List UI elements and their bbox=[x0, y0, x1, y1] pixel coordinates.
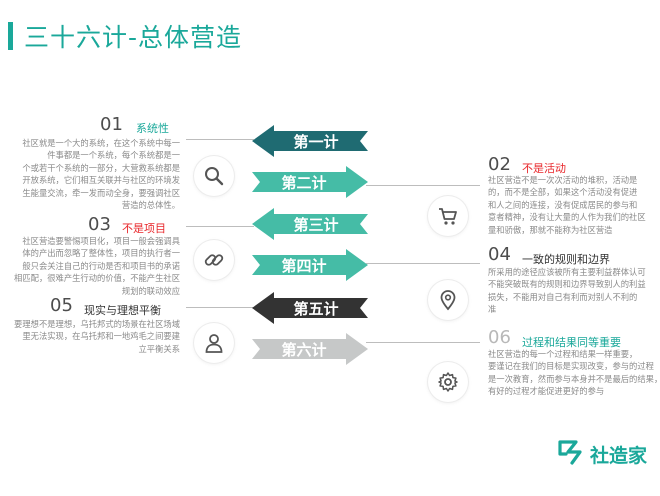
section-04-number: 04 bbox=[488, 244, 511, 265]
section-05-number: 05 bbox=[50, 295, 73, 316]
strategy-label-3: 第三计 bbox=[252, 208, 368, 240]
user-icon bbox=[205, 334, 223, 353]
brand-logo-icon bbox=[558, 440, 582, 465]
search-icon-circle bbox=[194, 156, 234, 196]
strategy-label-6: 第六计 bbox=[252, 333, 368, 365]
title-accent-bar bbox=[8, 22, 13, 50]
arrow-shape bbox=[252, 125, 368, 157]
section-04-title: 一致的规则和边界 bbox=[522, 253, 610, 266]
section-01-body: 社区就是一个大的系统，在这个系统中每一件事都是一个系统，每个系统都是一个或若干个… bbox=[0, 137, 180, 211]
section-body-line: 社区营造要警惕项目化，项目一般会强调具 bbox=[22, 236, 180, 246]
strategy-label-2: 第二计 bbox=[252, 166, 368, 198]
arrow-shape bbox=[252, 333, 368, 365]
section-body-line: 意者精神，没有让大量的人作为我们的社区 bbox=[488, 212, 646, 223]
link-icon bbox=[204, 254, 224, 266]
section-03-number: 03 bbox=[88, 214, 111, 235]
strategy-label-1-text: 第一计 bbox=[293, 133, 339, 151]
arrow-shape bbox=[252, 166, 368, 198]
section-body-line: 准 bbox=[488, 304, 497, 315]
section-06-title: 过程和结果同等重要 bbox=[522, 336, 621, 349]
section-body-line: 里无法实现，在乌托邦和一地鸡毛之间要建 bbox=[22, 331, 180, 342]
section-06-number: 06 bbox=[488, 327, 511, 348]
section-body-line: 般只会关注自己的行动是否和项目书的承诺 bbox=[22, 260, 180, 271]
section-body-line: 要谨记在我们的目标是实现改变，参与的过程 bbox=[488, 361, 654, 372]
strategy-label-1: 第一计 bbox=[252, 125, 368, 157]
arrow-shape bbox=[252, 208, 368, 240]
section-05-body: 要理想不是理想，乌托邦式的场景在社区场域里无法实现，在乌托邦和一地鸡毛之间要建立… bbox=[0, 318, 180, 355]
section-03-title: 不是项目 bbox=[122, 222, 166, 235]
link-icon-circle bbox=[194, 240, 234, 280]
divider-02 bbox=[366, 185, 480, 186]
section-body-line: 不能突破既有的规则和边界导致别人的利益 bbox=[488, 279, 646, 290]
arrow-shape bbox=[252, 249, 368, 281]
section-body-line: 要理想不是理想，乌托邦式的场景在社区场域 bbox=[14, 319, 180, 329]
section-02-title: 不是活动 bbox=[522, 162, 566, 175]
section-body-line: 社区营造的每一个过程和结果一样重要， bbox=[488, 349, 638, 359]
section-body-line: 损失，不能用对自己有利而对别人不利的 bbox=[488, 291, 638, 302]
search-icon bbox=[205, 167, 224, 186]
section-05-title: 现实与理想平衡 bbox=[84, 304, 161, 317]
strategy-label-3-text: 第三计 bbox=[293, 216, 339, 234]
arrow-shape bbox=[252, 292, 368, 324]
section-body-line: 件事都是一个系统，每个系统都是一 bbox=[47, 150, 180, 161]
location-pin-icon bbox=[440, 290, 456, 311]
section-06-body: 社区营造的每一个过程和结果一样重要， 要谨记在我们的目标是实现改变，参与的过程是一… bbox=[488, 348, 660, 398]
divider-01 bbox=[186, 139, 254, 140]
brand-logo-text: 社造家 bbox=[590, 445, 648, 467]
divider-06 bbox=[366, 342, 480, 343]
cart-icon-circle bbox=[428, 196, 468, 236]
section-body-line: 量和骄傲，那就不能称为社区营造 bbox=[488, 224, 613, 235]
strategy-label-2-text: 第二计 bbox=[281, 174, 327, 192]
section-body-line: 社区就是一个大的系统，在这个系统中每一 bbox=[22, 138, 180, 148]
section-body-line: 有好的过程才能促进更好的参与 bbox=[488, 386, 605, 397]
section-body-line: 开放系统，它们相互关联并与社区的环境发 bbox=[22, 175, 180, 186]
page-title: 三十六计-总体营造 bbox=[24, 23, 243, 52]
section-04-body: 所采用的途径应该被所有主要利益群体认可不能突破既有的规则和边界导致别人的利益损失… bbox=[488, 266, 660, 316]
section-body-line: 相匹配，很难产生行动的价值，不能产生社区 bbox=[14, 273, 180, 284]
cart-icon bbox=[439, 208, 457, 225]
section-body-line: 体的产出而忽略了整体性，项目的执行者一 bbox=[22, 248, 180, 259]
section-body-line: 的，而不是全部，如果这个活动没有促进 bbox=[488, 187, 638, 198]
section-02-number: 02 bbox=[488, 154, 511, 175]
section-body-line: 所采用的途径应该被所有主要利益群体认可 bbox=[488, 267, 646, 277]
strategy-label-5-text: 第五计 bbox=[293, 300, 339, 318]
section-03-body: 社区营造要警惕项目化，项目一般会强调具体的产出而忽略了整体性，项目的执行者一般只… bbox=[0, 235, 180, 297]
divider-05 bbox=[186, 307, 254, 308]
strategy-label-6-text: 第六计 bbox=[281, 341, 327, 359]
section-body-line: 立平衡关系 bbox=[138, 343, 181, 354]
section-body-line: 生能量交流，牵一发而动全身，要强调社区 bbox=[22, 187, 180, 198]
section-body-line: 社区营造不是一次次活动的堆积，活动是 bbox=[488, 175, 638, 185]
section-02-body: 社区营造不是一次次活动的堆积，活动是的，而不是全部，如果这个活动没有促进和人之间… bbox=[488, 174, 660, 236]
strategy-label-4: 第四计 bbox=[252, 249, 368, 281]
divider-04 bbox=[366, 263, 480, 264]
strategy-label-5: 第五计 bbox=[252, 292, 368, 324]
location-pin-icon-circle bbox=[428, 280, 468, 320]
gear-icon bbox=[438, 372, 458, 392]
strategy-label-4-text: 第四计 bbox=[281, 257, 327, 275]
section-body-line: 规划的联动效应 bbox=[121, 285, 180, 296]
divider-03 bbox=[186, 226, 254, 227]
section-body-line: 个或若干个系统的一部分，大营救系统都是 bbox=[22, 162, 180, 173]
section-body-line: 营造的总体性。 bbox=[121, 200, 180, 211]
gear-icon-circle bbox=[428, 362, 468, 402]
section-01-title: 系统性 bbox=[136, 122, 169, 135]
section-body-line: 和人之间的连接，没有促成居民的参与和 bbox=[488, 199, 638, 210]
section-01-number: 01 bbox=[100, 114, 123, 135]
user-icon-circle bbox=[194, 323, 234, 363]
section-body-line: 是一次教育，然而参与本身并不是最后的结果， bbox=[488, 373, 660, 384]
